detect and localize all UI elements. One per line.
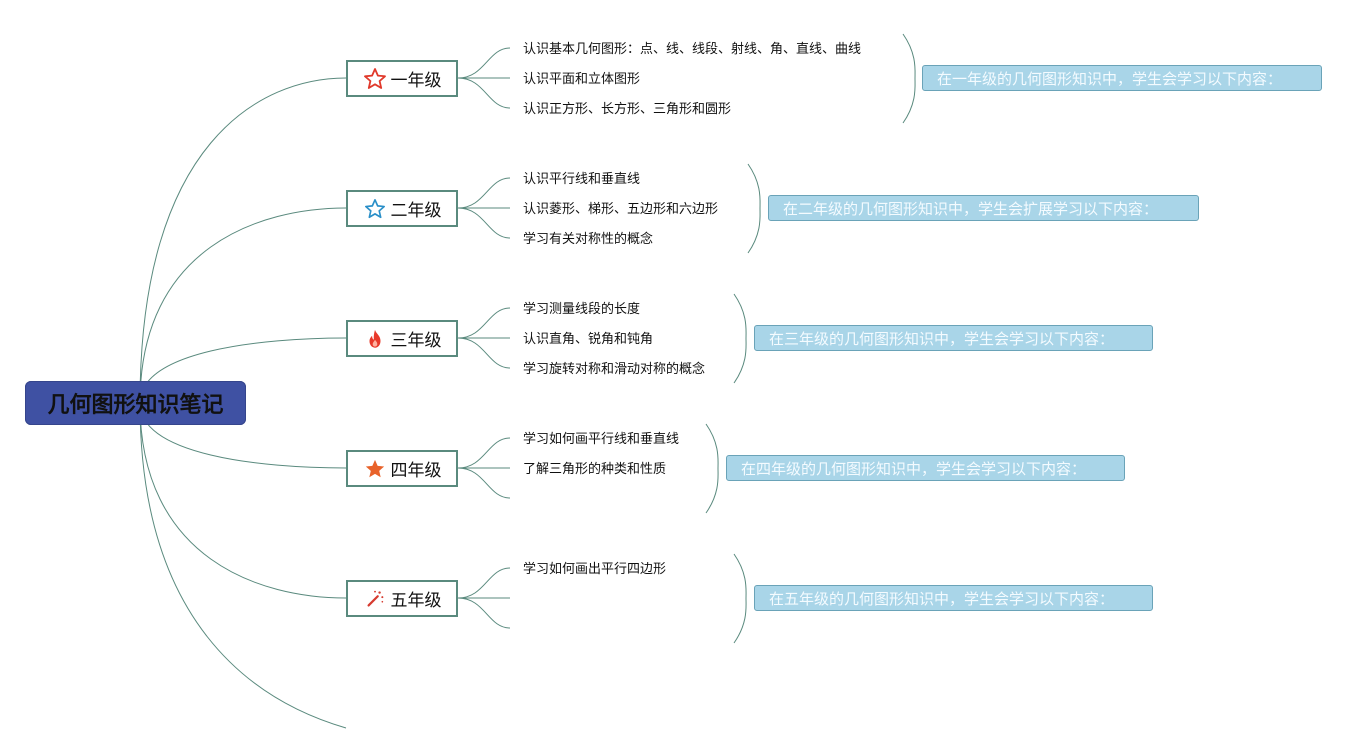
star-filled-icon: [363, 457, 387, 481]
grade-3-item-2[interactable]: 认识直角、锐角和钝角: [523, 332, 654, 347]
item-link-5-1: [457, 567, 511, 599]
star-outline-icon: [363, 67, 387, 91]
grade-label: 一年级: [390, 71, 442, 91]
grade-4-item-1[interactable]: 学习如何画平行线和垂直线: [523, 432, 680, 447]
grade-node-1[interactable]: 一年级: [346, 60, 458, 97]
item-link-3-1: [457, 307, 511, 339]
grade-4-summary[interactable]: 在四年级的几何图形知识中，学生会学习以下内容：: [726, 455, 1125, 481]
item-link-4-3: [457, 467, 511, 499]
root-title: 几何图形知识笔记: [47, 393, 224, 418]
grade-1-item-2[interactable]: 认识平面和立体图形: [523, 72, 641, 87]
grade-3-item-3[interactable]: 学习旋转对称和滑动对称的概念: [523, 362, 706, 377]
grade-2-item-2[interactable]: 认识菱形、梯形、五边形和六边形: [523, 202, 719, 217]
grade-node-3[interactable]: 三年级: [346, 320, 458, 357]
grade-node-4[interactable]: 四年级: [346, 450, 458, 487]
summary-bracket-2: [747, 163, 761, 254]
item-link-2-1: [457, 177, 511, 209]
root-topic[interactable]: 几何图形知识笔记: [25, 381, 246, 425]
grade-2-item-3[interactable]: 学习有关对称性的概念: [523, 232, 654, 247]
root-link-extra: [139, 402, 347, 729]
grade-node-2[interactable]: 二年级: [346, 190, 458, 227]
item-link-1-3: [457, 77, 511, 109]
summary-bracket-1: [902, 33, 916, 124]
summary-bracket-5: [733, 553, 747, 644]
grade-5-summary[interactable]: 在五年级的几何图形知识中，学生会学习以下内容：: [754, 585, 1153, 611]
grade-1-item-1[interactable]: 认识基本几何图形：点、线、线段、射线、角、直线、曲线: [523, 42, 862, 57]
grade-label: 五年级: [390, 591, 442, 611]
item-link-4-1: [457, 437, 511, 469]
item-link-3-3: [457, 337, 511, 369]
grade-label: 四年级: [390, 461, 442, 481]
grade-2-item-1[interactable]: 认识平行线和垂直线: [523, 172, 641, 187]
root-link-2: [139, 207, 347, 404]
grade-4-item-2[interactable]: 了解三角形的种类和性质: [523, 462, 667, 477]
root-link-1: [139, 77, 347, 404]
grade-label: 三年级: [390, 331, 442, 351]
grade-2-summary[interactable]: 在二年级的几何图形知识中，学生会扩展学习以下内容：: [768, 195, 1199, 221]
summary-bracket-3: [733, 293, 747, 384]
flame-icon: [363, 327, 387, 351]
grade-label: 二年级: [390, 201, 442, 221]
item-link-5-3: [457, 597, 511, 629]
summary-bracket-4: [705, 423, 719, 514]
root-link-5: [139, 402, 347, 599]
grade-1-summary[interactable]: 在一年级的几何图形知识中，学生会学习以下内容：: [922, 65, 1322, 91]
grade-node-5[interactable]: 五年级: [346, 580, 458, 617]
grade-3-summary[interactable]: 在三年级的几何图形知识中，学生会学习以下内容：: [754, 325, 1153, 351]
grade-3-item-1[interactable]: 学习测量线段的长度: [523, 302, 641, 317]
grade-1-item-3[interactable]: 认识正方形、长方形、三角形和圆形: [523, 102, 732, 117]
grade-5-item-1[interactable]: 学习如何画出平行四边形: [523, 562, 667, 577]
item-link-1-1: [457, 47, 511, 79]
item-link-2-3: [457, 207, 511, 239]
star-outline-blue-icon: [363, 197, 387, 221]
magic-wand-icon: [363, 587, 387, 611]
